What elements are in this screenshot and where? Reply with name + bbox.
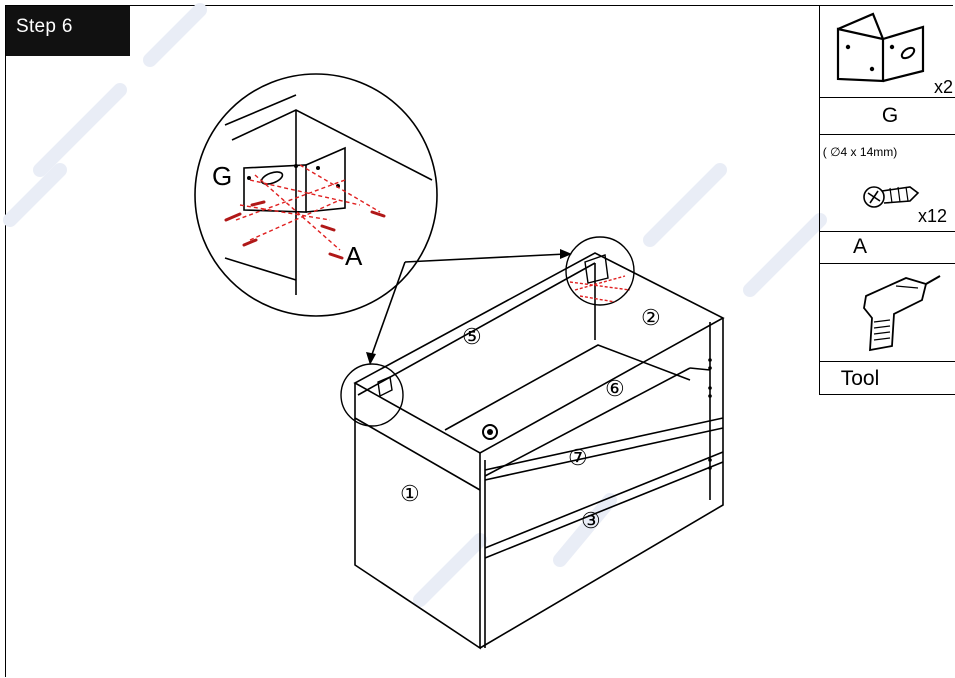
panel-number-3: ③: [581, 508, 601, 533]
panel-number-2: ②: [641, 305, 661, 330]
panel-number-7: ⑦: [568, 445, 588, 470]
screw-qty: x12: [918, 206, 948, 226]
screws: [224, 200, 386, 260]
bracket-label: G: [881, 104, 899, 127]
leader-lines: [369, 253, 567, 361]
bracket-icon: [836, 12, 925, 83]
parts-panel: x2 G ( ∅4 x 14mm) x12 A Tool: [819, 5, 955, 395]
cam-hole: [482, 424, 498, 440]
step-tab: [6, 6, 130, 56]
drill-icon: [863, 275, 941, 352]
screw-label: A: [852, 235, 867, 258]
step-title: Step 6: [16, 16, 73, 37]
watermark: [3, 3, 827, 607]
tool-label: Tool: [840, 367, 880, 390]
screw-icon: [863, 186, 920, 208]
bracket-label-cell: G: [819, 98, 955, 135]
panel-number-6: ⑥: [605, 376, 625, 401]
tool-cell: [819, 264, 955, 362]
shelf-pin-holes: [708, 358, 712, 470]
screw-label-cell: A: [819, 232, 955, 264]
screw-cell: ( ∅4 x 14mm) x12: [819, 135, 955, 232]
cabinet: [353, 252, 725, 650]
detail-circle-right: [565, 236, 635, 306]
bracket-qty: x2: [934, 77, 954, 97]
bracket-cell: x2: [819, 5, 955, 98]
screw-guides: [235, 164, 381, 251]
detail-circle-left: [340, 363, 404, 427]
page-frame: [5, 5, 953, 677]
callout-circle: [194, 73, 438, 317]
panel-number-1: ①: [400, 481, 420, 506]
callout-letter-g: G: [212, 161, 233, 191]
callout-letter-a: A: [345, 241, 363, 271]
callout-detail: [224, 94, 433, 295]
tool-label-cell: Tool: [819, 362, 955, 395]
panel-number-5: ⑤: [462, 324, 482, 349]
screw-spec: ( ∅4 x 14mm): [822, 145, 898, 159]
